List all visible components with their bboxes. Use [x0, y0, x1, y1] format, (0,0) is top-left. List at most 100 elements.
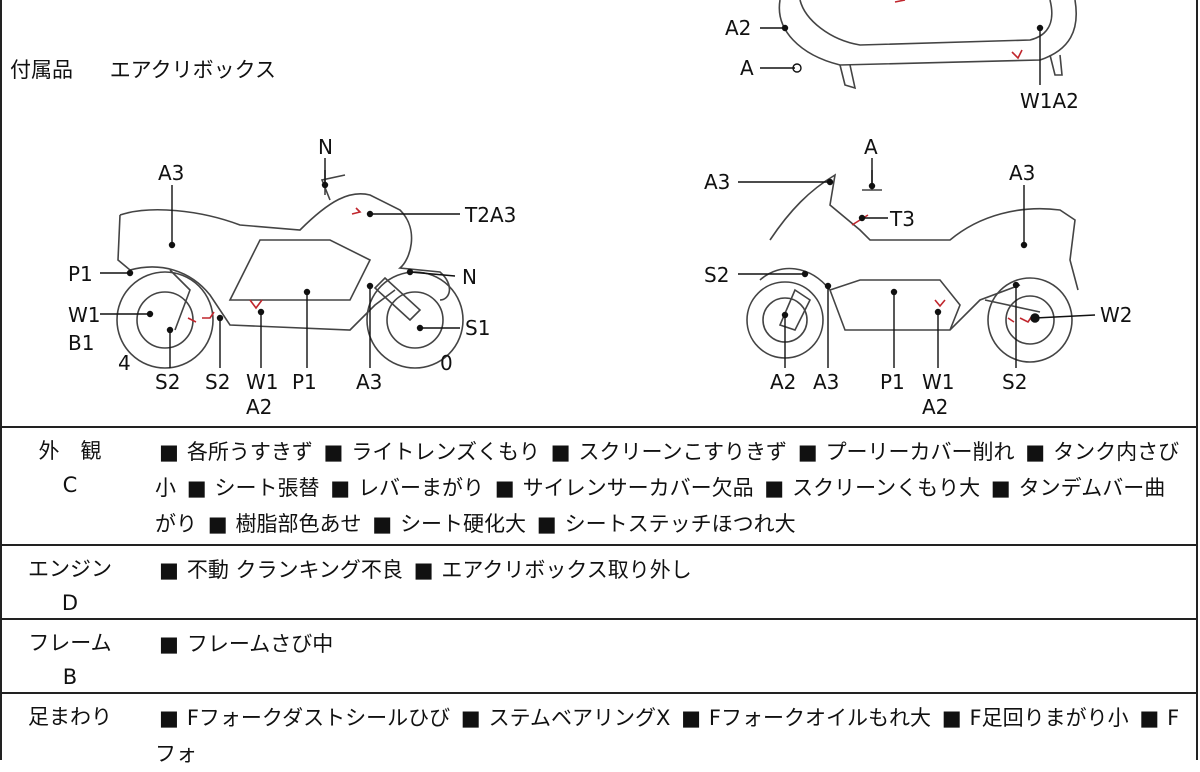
condition-item: スクリーンこすりきず — [578, 440, 788, 464]
lbl-r-a3b: A3 — [1009, 161, 1035, 185]
bullet-square-icon: ■ — [941, 706, 962, 730]
bullet-square-icon: ■ — [159, 632, 179, 656]
leader-lines — [100, 24, 1096, 368]
condition-item: シート張替 — [214, 476, 320, 500]
lbl-l-s2b: S2 — [205, 370, 230, 394]
condition-item: F足回りまがり小 — [969, 706, 1129, 730]
lbl-l-0: 0 — [440, 351, 453, 375]
section-code: C — [62, 473, 78, 497]
lbl-l-b1: B1 — [68, 331, 94, 355]
section-row: エンジン D ■ 不動 クランキング不良 ■ エアクリボックス取り外し — [0, 544, 1198, 618]
section-items: ■ フレームさび中 — [155, 626, 1185, 662]
section-header: フレーム B — [0, 626, 140, 694]
lbl-l-s2a: S2 — [155, 370, 180, 394]
condition-item: シート硬化大 — [400, 512, 527, 536]
lbl-r-w1: W1 — [922, 370, 955, 394]
lbl-l-p1b: P1 — [292, 370, 317, 394]
lbl-r-s2b: S2 — [1002, 370, 1027, 394]
bullet-square-icon: ■ — [207, 512, 228, 536]
condition-item: ステムベアリングX — [488, 706, 671, 730]
condition-item: プーリーカバー削れ — [825, 440, 1015, 464]
condition-item: タンク内さび小 — [155, 440, 1180, 500]
section-title: エンジン — [28, 557, 112, 581]
lbl-top-w1a2: W1A2 — [1020, 89, 1079, 113]
scooter-damage-diagram: A2 A W1A2 N A3 T2A3 P1 N W1 B1 S1 4 0 S2… — [68, 0, 1133, 419]
bullet-square-icon: ■ — [550, 440, 571, 464]
lbl-l-a2: A2 — [246, 395, 272, 419]
accessories-value: エアクリボックス — [109, 58, 277, 82]
lbl-l-a3b: A3 — [356, 370, 382, 394]
lbl-l-a3: A3 — [158, 161, 184, 185]
bullet-square-icon: ■ — [460, 706, 481, 730]
bullet-square-icon: ■ — [1139, 706, 1160, 730]
lbl-l-n: N — [318, 135, 333, 159]
section-header: 外 観 C — [0, 434, 140, 502]
section-items: ■ Fフォークダストシールひび ■ ステムベアリングX ■ Fフォークオイルもれ大 ■… — [155, 700, 1185, 772]
lbl-r-s2: S2 — [704, 263, 729, 287]
section-title: 外 観 — [38, 439, 102, 463]
condition-item: Fフォークダストシールひび — [186, 706, 451, 730]
top-view-scooter — [778, 0, 1077, 90]
condition-item: レバーまがり — [358, 476, 485, 500]
lbl-r-a3c: A3 — [813, 370, 839, 394]
lbl-r-p1: P1 — [880, 370, 905, 394]
section-items: ■各所うすきず ■ライトレンズくもり ■スクリーンこすりきず ■プーリーカバー削… — [155, 434, 1185, 542]
lbl-r-a: A — [864, 135, 878, 159]
condition-item: 樹脂部色あせ — [235, 512, 362, 536]
bullet-square-icon: ■ — [681, 706, 701, 730]
bullet-square-icon: ■ — [413, 558, 434, 582]
condition-item: スクリーンくもり大 — [792, 476, 981, 500]
lbl-l-w1: W1 — [68, 303, 101, 327]
lbl-r-w2: W2 — [1100, 303, 1133, 327]
condition-item: Fフォークオイルもれ大 — [708, 706, 932, 730]
lbl-l-4: 4 — [118, 351, 131, 375]
section-title: フレーム — [28, 631, 112, 655]
condition-item: エアクリボックス取り外し — [441, 558, 692, 582]
condition-item: シートステッチほつれ大 — [564, 512, 796, 536]
lbl-top-a2: A2 — [725, 16, 751, 40]
bullet-square-icon: ■ — [186, 476, 207, 500]
section-code: B — [62, 665, 78, 689]
damage-marks — [187, 0, 1033, 324]
bullet-square-icon: ■ — [990, 476, 1011, 500]
section-title: 足まわり — [28, 705, 112, 729]
lbl-l-s1: S1 — [465, 316, 490, 340]
condition-item: 不動 クランキング不良 — [186, 558, 403, 582]
bullet-square-icon: ■ — [323, 440, 344, 464]
condition-item: 各所うすきず — [186, 440, 313, 464]
condition-item: フレームさび中 — [186, 632, 334, 656]
accessories-line: 付属品 エアクリボックス — [10, 54, 276, 84]
bullet-square-icon: ■ — [159, 706, 179, 730]
bullet-square-icon: ■ — [159, 558, 179, 582]
section-code: D — [61, 591, 79, 615]
bullet-square-icon: ■ — [764, 476, 785, 500]
bullet-square-icon: ■ — [494, 476, 515, 500]
bullet-square-icon: ■ — [1025, 440, 1046, 464]
section-row: フレーム B ■ フレームさび中 — [0, 618, 1198, 692]
section-header: エンジン D — [0, 552, 140, 620]
accessories-label: 付属品 — [10, 58, 73, 82]
lbl-r-a3: A3 — [704, 170, 730, 194]
right-side-scooter — [746, 170, 1079, 363]
lbl-l-w1b: W1 — [246, 370, 279, 394]
lbl-r-a2: A2 — [770, 370, 796, 394]
bullet-square-icon: ■ — [797, 440, 818, 464]
lbl-top-a: A — [740, 56, 754, 80]
section-header: 足まわり — [0, 700, 140, 734]
bullet-square-icon: ■ — [372, 512, 393, 536]
lbl-l-t2a3: T2A3 — [464, 203, 516, 227]
lbl-r-t3: T3 — [889, 207, 915, 231]
bullet-square-icon: ■ — [536, 512, 557, 536]
condition-item: サイレンサーカバー欠品 — [522, 476, 754, 500]
lbl-r-a2b: A2 — [922, 395, 948, 419]
condition-item: ライトレンズくもり — [351, 440, 540, 464]
lbl-l-n2: N — [462, 265, 477, 289]
lbl-l-p1: P1 — [68, 262, 93, 286]
condition-item: タンデムバー曲がり — [155, 476, 1166, 536]
section-row: 足まわり ■ Fフォークダストシールひび ■ ステムベアリングX ■ Fフォークオイルも… — [0, 692, 1198, 772]
bullet-square-icon: ■ — [330, 476, 351, 500]
section-items: ■ 不動 クランキング不良 ■ エアクリボックス取り外し — [155, 552, 1185, 588]
bullet-square-icon: ■ — [159, 440, 179, 464]
